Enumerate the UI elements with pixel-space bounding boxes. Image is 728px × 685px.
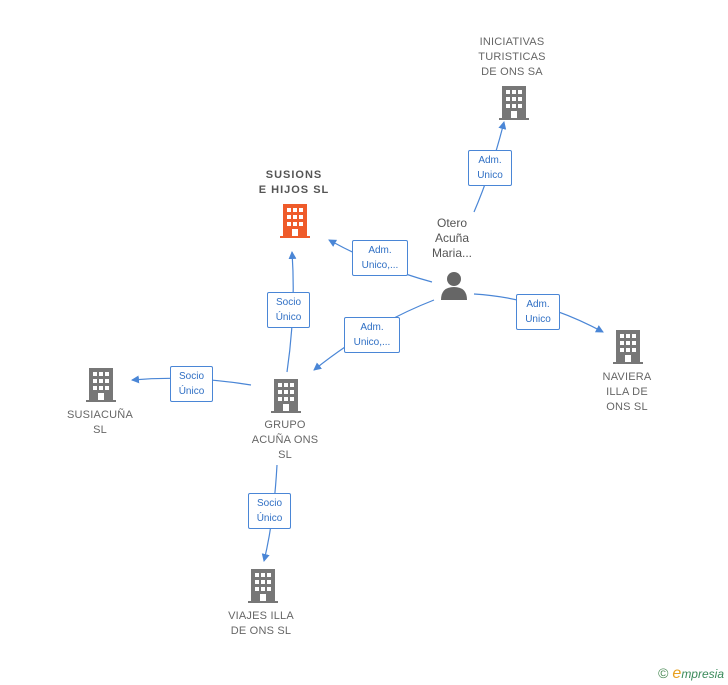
edge-label-grupo-susiacuna: Socio Único bbox=[170, 366, 213, 402]
building-icon-viajes[interactable] bbox=[247, 568, 279, 604]
node-label-naviera[interactable]: NAVIERA ILLA DE ONS SL bbox=[602, 371, 652, 413]
brand-logo-text: mpresia bbox=[681, 667, 724, 681]
edge-label-otero-naviera: Adm. Unico bbox=[516, 294, 560, 330]
building-icon-susions[interactable] bbox=[279, 203, 311, 239]
edge-label-grupo-viajes: Socio Único bbox=[248, 493, 291, 529]
footer-watermark: ©empresia bbox=[658, 665, 724, 683]
building-icon-grupo[interactable] bbox=[270, 378, 302, 414]
edge-label-otero-grupo: Adm. Unico,... bbox=[344, 317, 400, 353]
node-label-viajes[interactable]: VIAJES ILLA DE ONS SL bbox=[228, 610, 294, 637]
person-label-otero[interactable]: Otero Acuña Maria... bbox=[431, 216, 472, 260]
person-icon[interactable] bbox=[439, 270, 469, 300]
building-icon-naviera[interactable] bbox=[612, 329, 644, 365]
node-label-iniciativas[interactable]: INICIATIVAS TURISTICAS DE ONS SA bbox=[478, 36, 546, 78]
node-label-susions[interactable]: SUSIONS E HIJOS SL bbox=[258, 169, 330, 196]
edge-label-otero-susions: Adm. Unico,... bbox=[352, 240, 408, 276]
node-label-susiacuna[interactable]: SUSIACUÑA SL bbox=[67, 409, 133, 436]
edge-label-otero-iniciativas: Adm. Unico bbox=[468, 150, 512, 186]
edge-label-grupo-susions: Socio Único bbox=[267, 292, 310, 328]
building-icon-iniciativas[interactable] bbox=[498, 85, 530, 121]
building-icon-susiacuna[interactable] bbox=[85, 367, 117, 403]
brand-logo-initial: e bbox=[672, 665, 682, 682]
copyright-symbol: © bbox=[658, 665, 669, 681]
node-label-grupo[interactable]: GRUPO ACUÑA ONS SL bbox=[251, 419, 319, 461]
